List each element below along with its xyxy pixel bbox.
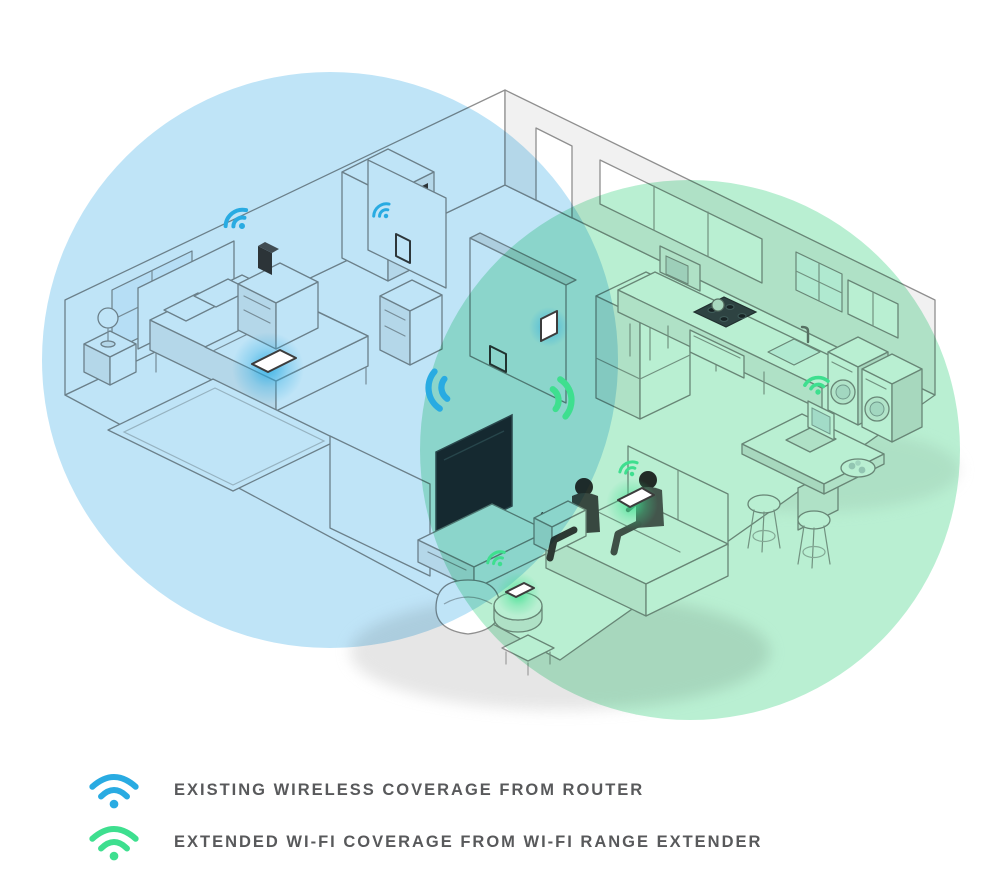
- router-wifi-icon: [88, 770, 140, 810]
- legend-item-router: EXISTING WIRELESS COVERAGE FROM ROUTER: [88, 770, 762, 810]
- extender-coverage-zone: [420, 180, 960, 720]
- legend-label-router: EXISTING WIRELESS COVERAGE FROM ROUTER: [174, 780, 645, 799]
- coverage-zones: [42, 72, 960, 720]
- tablet-on-couch: [617, 487, 655, 508]
- device-on-side-table: [505, 582, 535, 598]
- extender-wifi-icon: [88, 822, 140, 862]
- legend-label-extender: EXTENDED WI-FI COVERAGE FROM WI-FI RANGE…: [174, 832, 763, 851]
- wall-panel-device: [540, 310, 558, 342]
- tablet-on-bed: [251, 349, 297, 373]
- legend: EXISTING WIRELESS COVERAGE FROM ROUTER E…: [88, 770, 762, 862]
- legend-item-extender: EXTENDED WI-FI COVERAGE FROM WI-FI RANGE…: [88, 822, 762, 862]
- wifi-signals: [219, 199, 832, 616]
